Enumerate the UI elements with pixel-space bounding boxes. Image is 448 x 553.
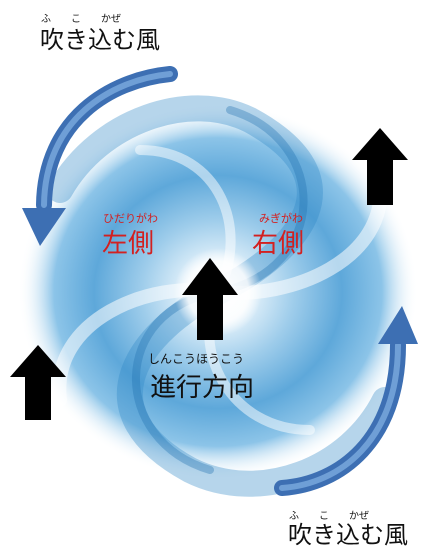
up-arrow-icon	[182, 258, 238, 340]
curved-arrow-icon	[22, 66, 178, 246]
right-side-label: みぎがわ 右側	[252, 211, 304, 259]
ruby-text: しんこうほうこう	[148, 352, 244, 366]
inflow-label-top: ふ こ かぜ 吹き込む風	[40, 13, 160, 54]
ruby-text: ふ こ かぜ	[41, 13, 121, 25]
inflow-text: 吹き込む風	[40, 26, 160, 54]
ruby-text: ふ こ かぜ	[289, 510, 369, 522]
ruby-text: ひだりがわ	[103, 211, 158, 225]
direction-text: 進行方向	[150, 373, 254, 403]
direction-label: しんこうほうこう 進行方向	[148, 352, 254, 403]
side-text: 右側	[252, 229, 304, 259]
inflow-label-bottom: ふ こ かぜ 吹き込む風	[288, 510, 408, 549]
curved-arrow-icon	[274, 306, 418, 496]
ruby-text: みぎがわ	[259, 211, 303, 225]
inflow-text: 吹き込む風	[288, 521, 408, 549]
up-arrow-icon	[10, 345, 66, 420]
left-side-label: ひだりがわ 左側	[102, 211, 158, 259]
up-arrow-icon	[352, 128, 408, 205]
side-text: 左側	[102, 229, 154, 259]
